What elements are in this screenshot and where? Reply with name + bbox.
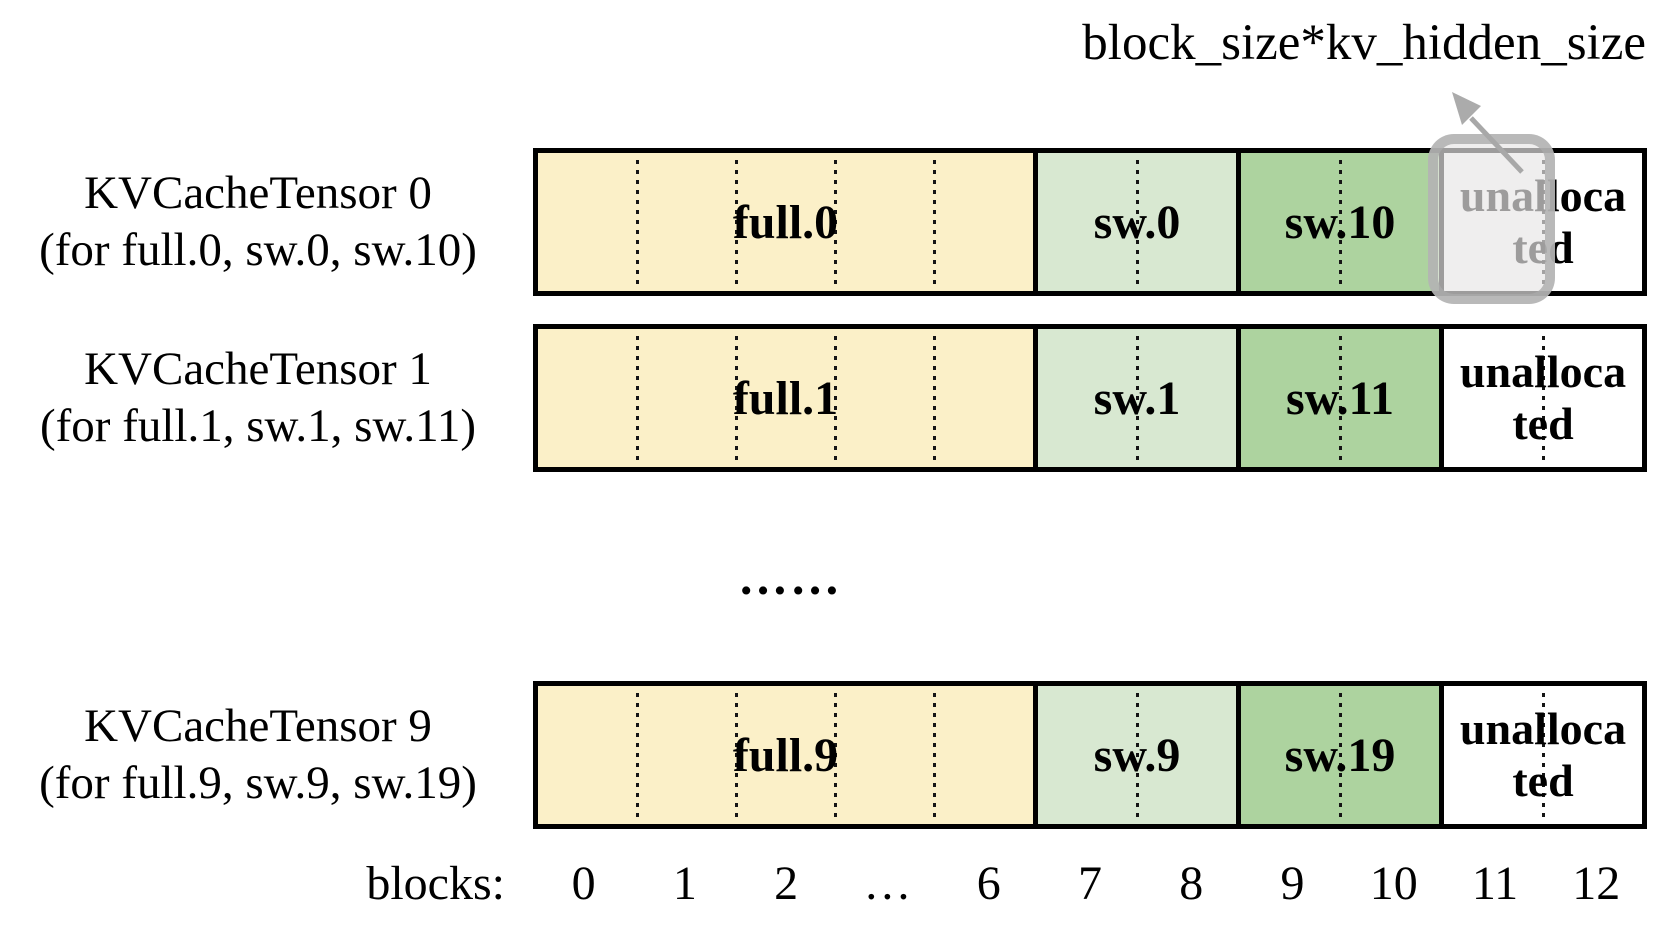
section-label: full.1 — [732, 371, 839, 425]
section-label: sw.19 — [1284, 728, 1396, 782]
row-label-0: KVCacheTensor 0 (for full.0, sw.0, sw.10… — [18, 148, 498, 296]
section-label: sw.0 — [1093, 195, 1181, 249]
block-divider-dotted — [735, 693, 738, 817]
axis-tick-7: 7 — [1077, 857, 1102, 910]
block-divider-dotted — [1136, 160, 1139, 284]
section-sw2-1: sw.11 — [1236, 329, 1439, 467]
axis-tick-8: 8 — [1179, 857, 1204, 910]
block-divider-dotted — [1136, 336, 1139, 460]
section-label: unalloca ted — [1460, 346, 1626, 450]
section-label: sw.9 — [1093, 728, 1181, 782]
section-label: sw.11 — [1285, 371, 1395, 425]
section-sw-9: sw.9 — [1033, 686, 1236, 824]
axis-tick-9: 9 — [1280, 857, 1305, 910]
section-label: full.9 — [732, 728, 839, 782]
unallocated-line-2: ted — [1512, 398, 1574, 449]
block-divider-dotted — [1542, 693, 1545, 817]
block-divider-dotted — [735, 160, 738, 284]
axis-tick-0: 0 — [571, 857, 596, 910]
kv-cache-bar-1: full.1 sw.1 sw.11 unalloca ted — [533, 324, 1647, 472]
section-sw-0: sw.0 — [1033, 153, 1236, 291]
axis-tick-12: 12 — [1572, 857, 1621, 910]
tensor-row-9: KVCacheTensor 9 (for full.9, sw.9, sw.19… — [0, 681, 1676, 829]
block-divider-dotted — [834, 693, 837, 817]
row-subtitle: (for full.9, sw.9, sw.19) — [39, 757, 477, 809]
block-divider-dotted — [636, 160, 639, 284]
block-divider-dotted — [933, 336, 936, 460]
section-label: unalloca ted — [1460, 703, 1626, 807]
arrow-head — [1452, 92, 1481, 125]
arrow-shaft — [1469, 116, 1524, 174]
unallocated-line-2: ted — [1512, 755, 1574, 806]
block-divider-dotted — [933, 693, 936, 817]
row-subtitle: (for full.0, sw.0, sw.10) — [39, 224, 477, 276]
axis-tick-ellipsis: … — [863, 857, 912, 910]
section-sw-1: sw.1 — [1033, 329, 1236, 467]
row-title: KVCacheTensor 0 — [84, 167, 432, 219]
unallocated-line-1: unalloca — [1459, 703, 1627, 754]
tensor-row-1: KVCacheTensor 1 (for full.1, sw.1, sw.11… — [0, 324, 1676, 472]
row-subtitle: (for full.1, sw.1, sw.11) — [40, 400, 476, 452]
block-divider-dotted — [1339, 693, 1342, 817]
block-size-annotation: block_size*kv_hidden_size — [1082, 15, 1646, 71]
row-title: KVCacheTensor 9 — [84, 700, 432, 752]
section-sw2-9: sw.19 — [1236, 686, 1439, 824]
unallocated-line-1: unalloca — [1459, 346, 1627, 397]
axis-tick-1: 1 — [672, 857, 697, 910]
block-divider-dotted — [1339, 336, 1342, 460]
annotation-arrow-icon — [1452, 92, 1524, 174]
block-divider-dotted — [1339, 160, 1342, 284]
section-full-0: full.0 — [538, 153, 1033, 291]
block-divider-dotted — [834, 160, 837, 284]
block-divider-dotted — [1542, 336, 1545, 460]
rows-ellipsis: …… — [738, 549, 842, 605]
section-full-1: full.1 — [538, 329, 1033, 467]
block-divider-dotted — [1136, 693, 1139, 817]
section-sw2-0: sw.10 — [1236, 153, 1439, 291]
section-full-9: full.9 — [538, 686, 1033, 824]
axis-tick-11: 11 — [1471, 857, 1519, 910]
block-divider-dotted — [834, 336, 837, 460]
section-label: full.0 — [732, 195, 839, 249]
block-divider-dotted — [933, 160, 936, 284]
block-divider-dotted — [636, 336, 639, 460]
section-label: sw.10 — [1284, 195, 1396, 249]
kv-cache-bar-9: full.9 sw.9 sw.19 unalloca ted — [533, 681, 1647, 829]
block-divider-dotted — [636, 693, 639, 817]
block-divider-dotted — [735, 336, 738, 460]
blocks-axis: blocks: 0 1 2 … 6 7 8 9 10 11 12 — [0, 856, 1676, 916]
row-label-9: KVCacheTensor 9 (for full.9, sw.9, sw.19… — [18, 681, 498, 829]
row-label-1: KVCacheTensor 1 (for full.1, sw.1, sw.11… — [18, 324, 498, 472]
axis-tick-10: 10 — [1369, 857, 1418, 910]
section-unallocated-9: unalloca ted — [1439, 686, 1642, 824]
section-unallocated-1: unalloca ted — [1439, 329, 1642, 467]
axis-caption: blocks: — [366, 857, 505, 910]
axis-tick-2: 2 — [774, 857, 799, 910]
axis-ticks: 0 1 2 … 6 7 8 9 10 11 12 — [533, 856, 1647, 911]
axis-tick-6: 6 — [976, 857, 1001, 910]
block-size-highlight — [1428, 134, 1555, 304]
section-label: sw.1 — [1093, 371, 1181, 425]
row-title: KVCacheTensor 1 — [84, 343, 432, 395]
